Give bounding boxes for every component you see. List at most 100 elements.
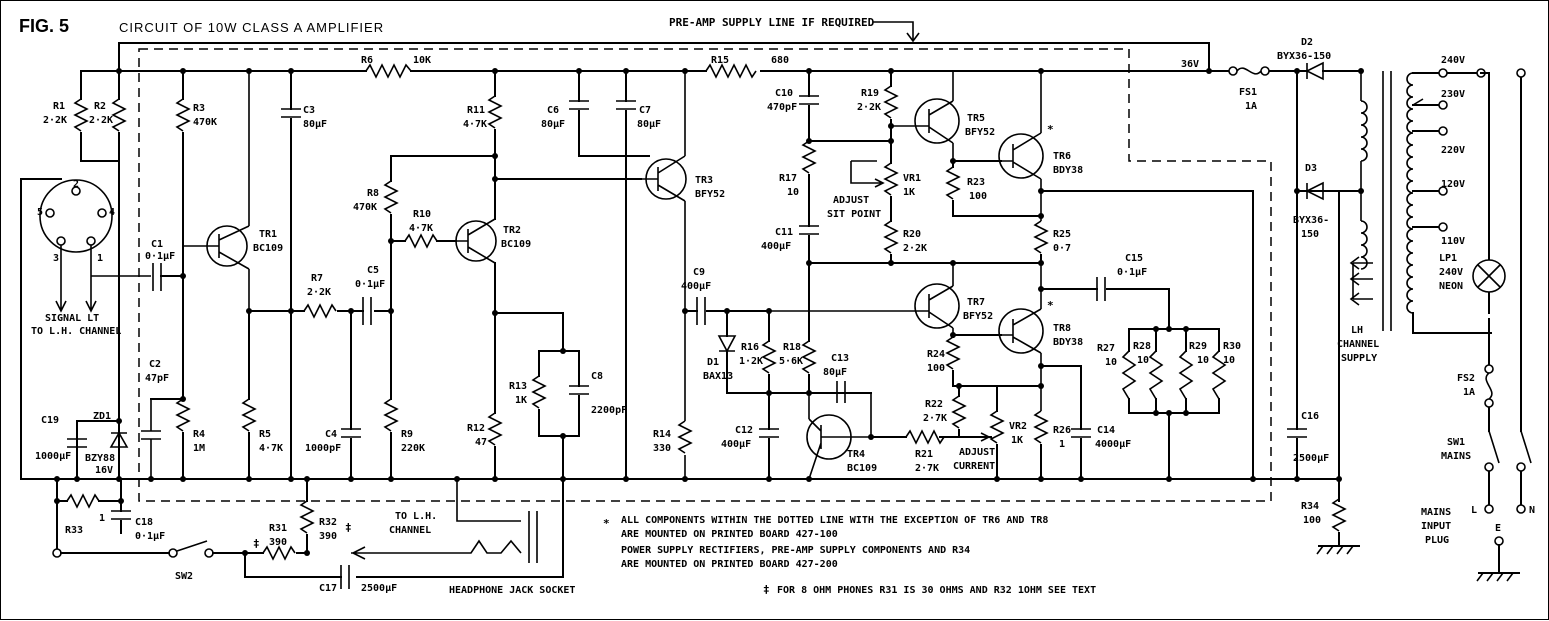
- resistor-r19: [883, 85, 899, 119]
- value-tr4: BC109: [847, 463, 877, 474]
- lp1-type: NEON: [1439, 281, 1463, 292]
- junction: [388, 308, 394, 314]
- tr6-leads: [1001, 71, 1042, 221]
- label-c17: C17: [319, 583, 337, 594]
- label-r6: R6: [361, 55, 373, 66]
- din-pin-3: [56, 236, 66, 246]
- value-c17: 2500µF: [361, 583, 397, 594]
- resistor-r30: [1211, 350, 1227, 400]
- r31-c17-wiring: [244, 478, 564, 578]
- junction: [1206, 68, 1212, 74]
- transformer-secondary-upper: [1360, 71, 1368, 191]
- junction: [1183, 410, 1189, 416]
- junction: [1038, 286, 1044, 292]
- sw2-terminal-b: [168, 548, 178, 558]
- neon-lamp-lp1: [1472, 259, 1506, 293]
- junction: [1358, 68, 1364, 74]
- tr5-leads: [891, 71, 954, 161]
- tap-240v[interactable]: [1438, 68, 1448, 78]
- value-c19: 1000µF: [35, 451, 71, 462]
- label-c5: C5: [367, 265, 379, 276]
- value-r23: 100: [969, 191, 987, 202]
- tr2-load-wiring: [494, 70, 642, 480]
- junction: [806, 138, 812, 144]
- tap-120v[interactable]: [1438, 186, 1448, 196]
- value-r7: 2·2K: [307, 287, 331, 298]
- tap-220v[interactable]: [1438, 126, 1448, 136]
- sw2-terminal-c: [204, 548, 214, 558]
- potentiometer-vr1: [883, 162, 899, 196]
- mains-plug-label-3: PLUG: [1425, 535, 1449, 546]
- transistor-tr5: [914, 98, 960, 144]
- label-r24: R24: [927, 349, 945, 360]
- note-line-4: ARE MOUNTED ON PRINTED BOARD 427-200: [621, 559, 838, 570]
- junction: [1038, 383, 1044, 389]
- value-r28: 10: [1137, 355, 1149, 366]
- input-shield-wire: [20, 178, 62, 480]
- din-pin-label-1: 1: [97, 253, 103, 264]
- value-c1: 0·1µF: [145, 251, 175, 262]
- din-pin-1: [86, 236, 96, 246]
- value-fs1: 1A: [1245, 101, 1257, 112]
- value-r3: 470K: [193, 117, 217, 128]
- resistor-r6: [365, 63, 412, 79]
- label-tr1: TR1: [259, 229, 277, 240]
- tap-110v[interactable]: [1438, 222, 1448, 232]
- value-r18: 5·6K: [779, 356, 803, 367]
- value-c3: 80µF: [303, 119, 327, 130]
- label-c19: C19: [41, 415, 59, 426]
- junction: [246, 308, 252, 314]
- label-r5: R5: [259, 429, 271, 440]
- vr2-wiper[interactable]: [980, 432, 991, 442]
- junction: [54, 498, 60, 504]
- value-r21: 2·7K: [915, 463, 939, 474]
- r32-dagger: ‡: [345, 521, 352, 534]
- load-resistor-wiring: [1128, 328, 1220, 480]
- junction: [246, 476, 252, 482]
- label-vr1: VR1: [903, 173, 921, 184]
- junction: [623, 476, 629, 482]
- transistor-tr6: [998, 133, 1044, 179]
- label-lp1: LP1: [1439, 253, 1457, 264]
- vr1-wiper[interactable]: [850, 161, 885, 188]
- mains-wiring: [1480, 72, 1522, 510]
- switch-sw2[interactable]: [176, 540, 208, 552]
- sw1-contact-n: [1516, 462, 1526, 472]
- value-r9: 220K: [401, 443, 425, 454]
- junction: [1294, 476, 1300, 482]
- din-pin-label-4: 4: [109, 207, 115, 218]
- neon-lamp-cross: [1477, 264, 1501, 288]
- fs2-terminal-b: [1484, 398, 1494, 408]
- mains-terminal-n: [1516, 68, 1526, 78]
- value-d2: BYX36-150: [1277, 51, 1331, 62]
- resistor-r23: [945, 166, 961, 200]
- label-r2: R2: [94, 101, 106, 112]
- tap-230v[interactable]: [1438, 100, 1448, 110]
- value-r32: 390: [319, 531, 337, 542]
- mains-plug-label-2: INPUT: [1421, 521, 1451, 532]
- junction: [766, 476, 772, 482]
- pcb-board-outline: [138, 48, 1272, 502]
- headphone-jack-wiring: [351, 479, 522, 560]
- r13-c8-wiring: [538, 312, 580, 562]
- label-c4: C4: [325, 429, 337, 440]
- capacitor-c3: [281, 108, 301, 118]
- lh-supply-label-1: LH: [1351, 325, 1363, 336]
- resistor-r1: [73, 98, 89, 132]
- junction: [1336, 476, 1342, 482]
- headphone-jack-socket[interactable]: [528, 511, 538, 563]
- value-tr2: BC109: [501, 239, 531, 250]
- din-pin-label-3: 3: [53, 253, 59, 264]
- label-c2: C2: [149, 359, 161, 370]
- din-input-socket[interactable]: [39, 179, 113, 253]
- switch-sw1[interactable]: [1488, 430, 1532, 464]
- label-r28: R28: [1133, 341, 1151, 352]
- label-r15: R15: [711, 55, 729, 66]
- value-tr7: BFY52: [963, 311, 993, 322]
- junction: [388, 238, 394, 244]
- label-c10: C10: [775, 88, 793, 99]
- value-c7: 80µF: [637, 119, 661, 130]
- capacitor-c1: [152, 263, 162, 291]
- tap-label-240v: 240V: [1441, 55, 1465, 66]
- resistor-r29: [1178, 350, 1194, 400]
